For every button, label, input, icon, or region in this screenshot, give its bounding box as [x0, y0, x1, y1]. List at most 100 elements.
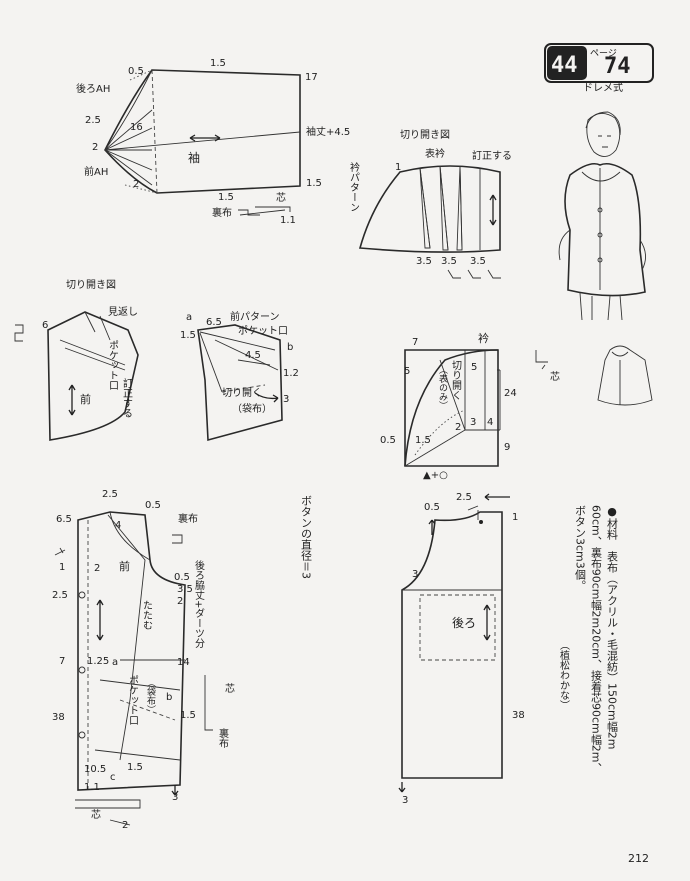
pocket-label-fabric: （袋布） [232, 402, 272, 415]
collar-dim-24: 24 [504, 388, 517, 399]
collar-dim-05: 0.5 [380, 435, 396, 446]
collar-dim-7: 7 [412, 337, 418, 348]
button-diameter-note: ボタンの直径＝3 [300, 495, 313, 579]
ref-page-number: 44 [551, 53, 578, 78]
front-label-interfacing: 芯 [225, 682, 235, 695]
front-dim-35: 3.5 [177, 584, 193, 595]
front-dim-15a: 1.5 [180, 710, 196, 721]
front-label-front: 前 [119, 559, 130, 573]
front-label-lining: 裏布 [178, 512, 198, 525]
pattern-reference-badge: 44 ページ 74 ドレメ式 [544, 43, 654, 94]
sleeve-dim-17: 17 [305, 72, 318, 83]
back-dim-05: 0.5 [424, 502, 440, 513]
collar-label-interfacing: 芯 [550, 370, 560, 383]
sleeve-dim-2b: 2 [133, 179, 139, 190]
sleeve-dim-05: 0.5 [128, 66, 144, 77]
sleeve-dim-11: 1.1 [280, 215, 296, 226]
sleeve-label-lining: 裏布 [212, 206, 232, 219]
pattern-number: 74 [604, 54, 631, 79]
sleeve-dim-15-right: 1.5 [306, 178, 322, 189]
pocket-dim-65: 6.5 [206, 317, 222, 328]
materials-list: ●材料 表布（アクリル・毛混紡）150cm幅2m 60cm、裏布90cm幅2m2… [558, 505, 619, 774]
collar-label-top: 表衿 [425, 147, 445, 160]
coat-fashion-illustration [558, 111, 653, 406]
sleeve-label-back-ah: 後ろAH [76, 82, 110, 95]
front-label-correct: 訂正する [121, 377, 133, 418]
back-label: 後ろ [452, 616, 476, 630]
sleeve-draft: 0.5 1.5 17 後ろAH 2.5 16 2 袖 袖丈+4.5 前AH 2 … [76, 58, 350, 226]
sleeve-dim-25: 2.5 [85, 115, 101, 126]
page-number: 212 [628, 852, 649, 865]
drafting-method: ドレメ式 [583, 81, 623, 94]
sleeve-dim-15-top: 1.5 [210, 58, 226, 69]
front-label-fold: たたむ [141, 600, 152, 630]
front-dim-2a: 2 [94, 563, 100, 574]
front-dim-4: 4 [115, 520, 121, 531]
collar-label-collar: 衿 [478, 331, 489, 345]
front-label-interfacing-2: 芯 [91, 808, 101, 821]
front-dim-105: 10.5 [84, 764, 106, 775]
front-slash-diagram: 切り開き図 見返し 6 ポケット口 訂正する 前 [14, 279, 139, 441]
back-dim-25: 2.5 [456, 492, 472, 503]
front-slash-label-front: 前 [80, 392, 91, 406]
sleeve-dim-16: 16 [130, 122, 143, 133]
materials-line-2: 60cm、裏布90cm幅2m20cm、接着芯90cm幅2m、 [590, 505, 603, 773]
front-dim-05: 0.5 [174, 572, 190, 583]
ref-unit: ページ [590, 49, 617, 59]
front-dim-7: 7 [59, 656, 65, 667]
pocket-label-front-pattern: 前パターン [230, 310, 280, 323]
front-slash-dim-6: 6 [42, 320, 48, 331]
collar-label-slash: 切り開く [450, 360, 462, 400]
collar-slash-dim-1: 1 [395, 162, 401, 173]
pocket-slash-diagram: a 6.5 前パターン 1.5 ポケット口 b 4.5 1.2 切り開く （袋布… [180, 310, 299, 442]
front-dim-25-top: 2.5 [102, 489, 118, 500]
pocket-label-pocket: ポケット口 [238, 325, 288, 337]
collar-draft: 7 衿 5 切り開く （表のみ） 5 24 芯 3 4 2 0.5 1.5 9 … [380, 331, 560, 481]
front-label-b: b [166, 692, 172, 703]
front-label-pocket: ポケット口 [127, 675, 139, 725]
sleeve-label-length: 袖丈+4.5 [306, 125, 350, 138]
collar-label-pattern: 衿パターン [348, 161, 360, 212]
sleeve-label-interfacing: 芯 [276, 191, 286, 204]
collar-slash-dim-35b: 3.5 [441, 256, 457, 267]
front-dim-05-top: 0.5 [145, 500, 161, 511]
back-dim-38: 38 [512, 710, 525, 721]
pocket-label-b: b [287, 342, 293, 353]
front-dim-2b: 2 [177, 596, 183, 607]
front-dim-2c: 2 [122, 820, 128, 831]
collar-label-correct: 訂正する [472, 149, 512, 162]
front-label-c: c [110, 772, 116, 783]
back-dim-1: 1 [512, 512, 518, 523]
collar-dim-4: 4 [487, 417, 493, 428]
collar-label-outer-only: （表のみ） [437, 365, 448, 410]
pocket-dim-3: 3 [283, 394, 289, 405]
materials-line-3: ボタン3cm3個。 [574, 505, 587, 591]
collar-slash-title: 切り開き図 [400, 129, 450, 141]
collar-slash-dim-35a: 3.5 [416, 256, 432, 267]
materials-designer: （植松わかな） [558, 640, 570, 710]
pocket-dim-12: 1.2 [283, 368, 299, 379]
front-label-pocket: ポケット口 [107, 340, 119, 390]
pocket-label-a: a [186, 312, 192, 323]
sleeve-dim-2a: 2 [92, 142, 98, 153]
collar-dim-5a: 5 [404, 366, 410, 377]
front-label-back-side-length: 後ろ脇丈+ダーツ分 [193, 559, 205, 649]
front-dim-1: 1 [59, 562, 65, 573]
front-dim-25: 2.5 [52, 590, 68, 601]
pocket-label-slash: 切り開く [222, 387, 262, 399]
front-dim-14: 14 [177, 657, 190, 668]
pocket-dim-15: 1.5 [180, 330, 196, 341]
back-bodice-draft: 0.5 2.5 1 3 後ろ 38 3 [398, 492, 525, 806]
collar-match-marks: ▲+○ [423, 470, 448, 481]
pocket-dim-45: 4.5 [245, 350, 261, 361]
front-dim-125: 1.25 [87, 656, 109, 667]
front-dim-11: 1.1 [84, 782, 100, 793]
front-label-fabric: （袋布） [145, 678, 156, 714]
materials-line-1: ●材料 表布（アクリル・毛混紡）150cm幅2m [606, 505, 619, 749]
sleeve-label-front-ah: 前AH [84, 165, 108, 178]
front-label-facing: 見返し [108, 306, 138, 318]
back-dim-3-hem: 3 [402, 795, 408, 806]
front-dim-38: 38 [52, 712, 65, 723]
